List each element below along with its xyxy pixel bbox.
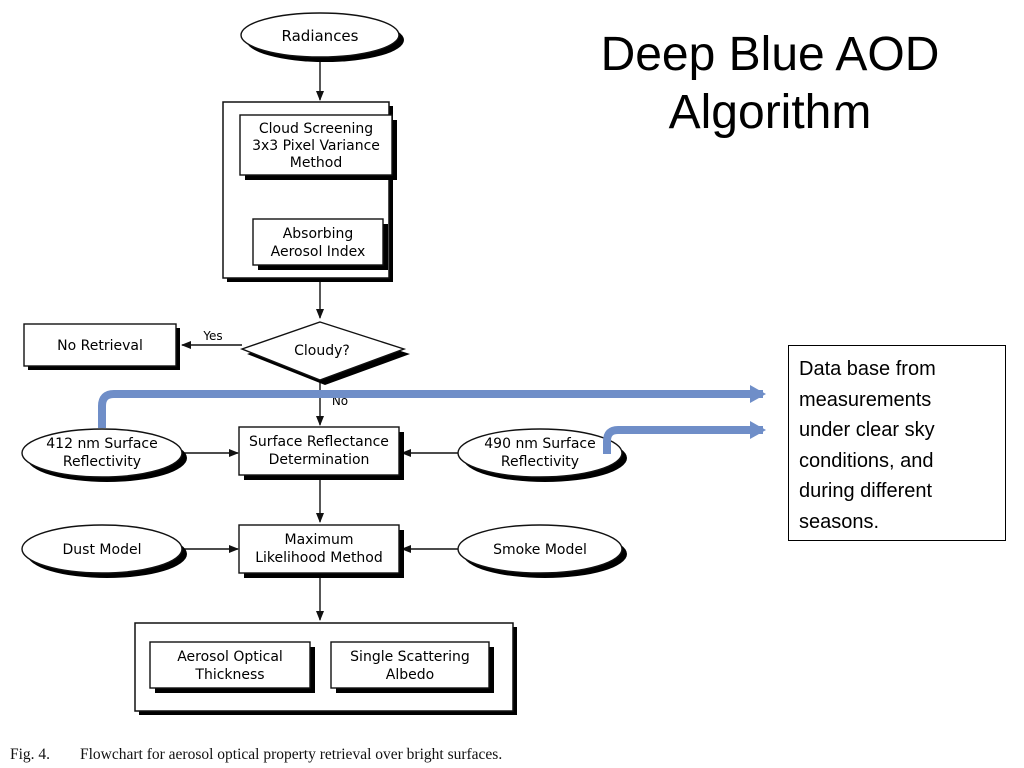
- surface-reflectance-line1: Surface Reflectance: [249, 434, 389, 450]
- cloud-screening-line3: Method: [290, 155, 343, 171]
- slide-title: Deep Blue AOD Algorithm: [560, 26, 980, 142]
- slide-title-line2: Algorithm: [668, 86, 872, 139]
- surface-490-line1: 490 nm Surface: [484, 436, 595, 452]
- absorbing-aerosol-index-line1: Absorbing: [283, 226, 354, 242]
- cloudy-label: Cloudy?: [294, 343, 350, 359]
- max-likelihood-line2: Likelihood Method: [255, 550, 383, 566]
- note-line5: during different: [799, 480, 933, 502]
- cloud-screening-line1: Cloud Screening: [259, 121, 373, 137]
- radiances-label: Radiances: [282, 27, 359, 45]
- surface-412-line2: Reflectivity: [63, 454, 141, 470]
- surface-reflectance-node: Surface Reflectance Determination: [238, 426, 404, 480]
- highlight-arrows: [98, 385, 766, 454]
- database-note-box: Data base from measurements under clear …: [788, 345, 1006, 541]
- max-likelihood-node: Maximum Likelihood Method: [238, 524, 404, 578]
- dust-model-node: Dust Model: [21, 524, 187, 578]
- no-retrieval-node: No Retrieval: [23, 323, 180, 370]
- radiances-node: Radiances: [240, 12, 404, 62]
- cloudy-decision-node: Cloudy?: [239, 321, 410, 385]
- ssa-line2: Albedo: [386, 667, 434, 683]
- surface-412-line1: 412 nm Surface: [46, 436, 157, 452]
- note-line1: Data base from: [799, 358, 936, 380]
- aerosol-optical-thickness-node: Aerosol Optical Thickness: [149, 641, 315, 693]
- figure-caption-text: Flowchart for aerosol optical property r…: [80, 746, 503, 763]
- single-scattering-albedo-node: Single Scattering Albedo: [330, 641, 494, 693]
- highlight-arrow-490: [603, 421, 766, 454]
- connector-lines: [181, 62, 460, 621]
- max-likelihood-line1: Maximum: [285, 532, 354, 548]
- ssa-line1: Single Scattering: [350, 649, 470, 665]
- surface-412-node: 412 nm Surface Reflectivity: [21, 428, 187, 482]
- aot-line1: Aerosol Optical: [177, 649, 283, 665]
- absorbing-aerosol-index-line2: Aerosol Index: [271, 244, 366, 260]
- dust-model-label: Dust Model: [63, 542, 142, 558]
- no-retrieval-label: No Retrieval: [57, 338, 143, 354]
- smoke-model-label: Smoke Model: [493, 542, 587, 558]
- note-line2: measurements: [799, 388, 932, 411]
- flowchart: Radiances Cloud Screening 3x3 Pixel Vari…: [21, 12, 766, 715]
- cloud-screening-line2: 3x3 Pixel Variance: [252, 138, 380, 154]
- cloud-screening-node: Cloud Screening 3x3 Pixel Variance Metho…: [239, 114, 397, 180]
- smoke-model-node: Smoke Model: [457, 524, 627, 578]
- surface-490-node: 490 nm Surface Reflectivity: [457, 428, 627, 482]
- yes-label: Yes: [202, 329, 222, 343]
- note-line3: under clear sky: [799, 419, 935, 441]
- highlight-arrow-412: [98, 385, 766, 428]
- surface-490-line2: Reflectivity: [501, 454, 579, 470]
- figure-caption: Fig. 4. Flowchart for aerosol optical pro…: [10, 746, 502, 764]
- aot-line2: Thickness: [194, 667, 264, 683]
- absorbing-aerosol-index-node: Absorbing Aerosol Index: [252, 218, 388, 270]
- surface-reflectance-line2: Determination: [269, 452, 370, 468]
- note-line6: seasons.: [799, 510, 880, 533]
- note-line4: conditions, and: [799, 449, 934, 472]
- figure-number: Fig. 4.: [10, 746, 51, 763]
- slide-title-line1: Deep Blue AOD: [600, 28, 940, 81]
